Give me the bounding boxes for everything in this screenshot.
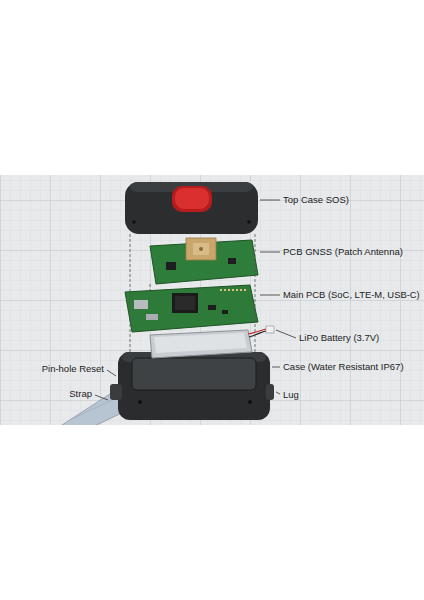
gnss-pcb-shape [150, 238, 258, 284]
part-label: Strap [69, 388, 92, 399]
case-shape [110, 352, 274, 420]
part-label: Top Case SOS) [283, 194, 349, 205]
main-pcb-shape [125, 285, 258, 332]
part-label: Pin-hole Reset [42, 363, 104, 374]
grid-background [0, 175, 424, 425]
leader-line [95, 200, 296, 400]
part-label: PCB GNSS (Patch Antenna) [283, 246, 403, 257]
part-label: Lug [283, 389, 299, 400]
lug-shape [110, 384, 122, 400]
part-label: LiPo Battery (3.7V) [299, 332, 379, 343]
assembly-line [130, 234, 255, 354]
part-label: Main PCB (SoC, LTE-M, USB-C) [283, 289, 420, 300]
part-label: Case (Water Resistant IP67) [283, 361, 404, 372]
top-case-shape [125, 182, 258, 234]
